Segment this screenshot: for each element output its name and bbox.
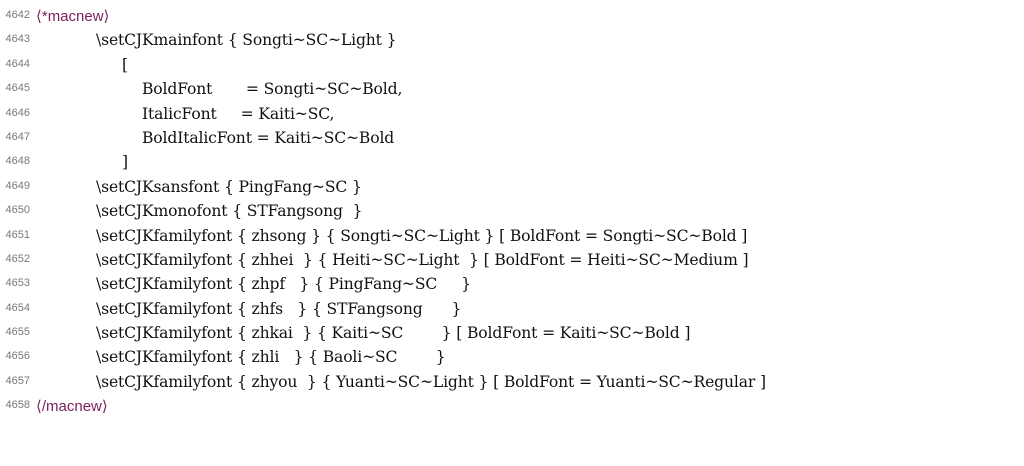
code-text: ] [122, 153, 128, 172]
code-text: ItalicFont = Kaiti~SC, [142, 104, 335, 123]
code-text: BoldFont = Songti~SC~Bold, [142, 80, 403, 99]
code-line: 4652 \setCJKfamilyfont { zhhei } { Heiti… [0, 248, 1024, 272]
code-text: \setCJKfamilyfont { zhhei } { Heiti~SC~L… [96, 250, 749, 269]
code-line: 4643 \setCJKmainfont { Songti~SC~Light } [0, 28, 1024, 52]
line-number: 4654 [5, 301, 30, 314]
code-text: \setCJKfamilyfont { zhkai } { Kaiti~SC }… [96, 324, 691, 343]
line-number: 4645 [5, 82, 30, 95]
code-line: 4658 ⟨/macnew⟩ [0, 394, 1024, 418]
code-text: \setCJKsansfont { PingFang~SC } [96, 177, 362, 196]
code-line: 4647 BoldItalicFont = Kaiti~SC~Bold [0, 126, 1024, 150]
code-line: 4656 \setCJKfamilyfont { zhli } { Baoli~… [0, 345, 1024, 369]
line-number: 4658 [5, 399, 30, 412]
code-line: 4653 \setCJKfamilyfont { zhpf } { PingFa… [0, 272, 1024, 296]
line-number: 4657 [5, 374, 30, 387]
code-line: 4645 BoldFont = Songti~SC~Bold, [0, 77, 1024, 101]
line-number: 4656 [5, 350, 30, 363]
code-line: 4655 \setCJKfamilyfont { zhkai } { Kaiti… [0, 321, 1024, 345]
code-text: [ [122, 55, 128, 74]
line-number: 4655 [5, 326, 30, 339]
line-number: 4651 [5, 228, 30, 241]
code-line: 4649 \setCJKsansfont { PingFang~SC } [0, 175, 1024, 199]
line-number: 4648 [5, 155, 30, 168]
code-text: \setCJKfamilyfont { zhpf } { PingFang~SC… [96, 275, 471, 294]
code-listing: 4642 ⟨*macnew⟩ 4643 \setCJKmainfont { So… [0, 4, 1024, 419]
guard-open-macnew: ⟨*macnew⟩ [36, 8, 110, 25]
code-text: \setCJKfamilyfont { zhsong } { Songti~SC… [96, 226, 748, 245]
code-line: 4650 \setCJKmonofont { STFangsong } [0, 199, 1024, 223]
code-text: \setCJKmainfont { Songti~SC~Light } [96, 31, 397, 50]
line-number: 4643 [5, 33, 30, 46]
code-line: 4657 \setCJKfamilyfont { zhyou } { Yuant… [0, 370, 1024, 394]
code-line: 4642 ⟨*macnew⟩ [0, 4, 1024, 28]
code-text: \setCJKfamilyfont { zhyou } { Yuanti~SC~… [96, 372, 766, 391]
line-number: 4642 [5, 9, 30, 21]
code-text: \setCJKfamilyfont { zhfs } { STFangsong … [96, 299, 462, 318]
code-text: BoldItalicFont = Kaiti~SC~Bold [142, 128, 395, 147]
code-line: 4644 [ [0, 53, 1024, 77]
code-line: 4651 \setCJKfamilyfont { zhsong } { Song… [0, 224, 1024, 248]
line-number: 4650 [5, 204, 30, 217]
line-number: 4649 [5, 179, 30, 192]
code-line: 4646 ItalicFont = Kaiti~SC, [0, 102, 1024, 126]
guard-close-macnew: ⟨/macnew⟩ [36, 398, 108, 416]
code-text: \setCJKmonofont { STFangsong } [96, 202, 363, 221]
line-number: 4647 [5, 130, 30, 143]
code-line: 4648 ] [0, 150, 1024, 174]
code-text: \setCJKfamilyfont { zhli } { Baoli~SC } [96, 348, 446, 367]
line-number: 4653 [5, 277, 30, 290]
code-line: 4654 \setCJKfamilyfont { zhfs } { STFang… [0, 297, 1024, 321]
line-number: 4652 [5, 252, 30, 265]
line-number: 4644 [5, 57, 30, 70]
line-number: 4646 [5, 106, 30, 119]
